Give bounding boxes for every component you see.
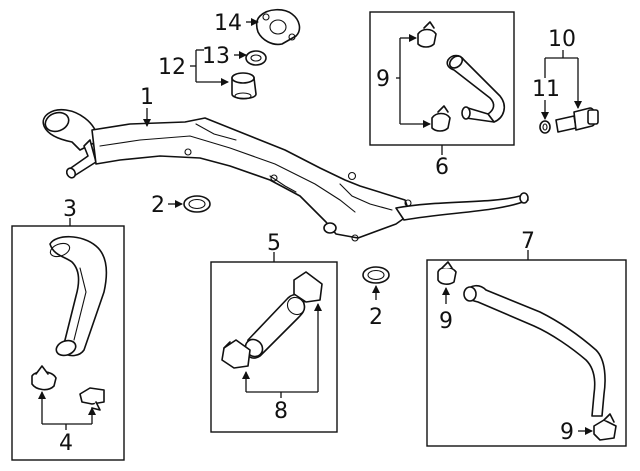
hose-part-3 (49, 235, 108, 357)
clamp-part-4-right (79, 387, 105, 411)
clamp-part-9-lower-box7 (593, 413, 617, 441)
clamp-part-9-upper-box6 (417, 21, 437, 48)
callout-9-box6: 9 (376, 67, 390, 92)
callout-2-upper: 2 (151, 193, 165, 218)
callout-9-box7-upper: 9 (439, 309, 453, 334)
callout-6: 6 (435, 155, 449, 180)
o-ring-part-13 (245, 50, 267, 66)
hose-part-5 (244, 293, 306, 359)
clamp-part-8-left (221, 339, 251, 369)
o-ring-part-11 (539, 120, 551, 134)
hose-part-7 (463, 284, 606, 417)
clamp-part-9-upper-box7 (437, 261, 457, 285)
callout-2-lower: 2 (369, 305, 383, 330)
sensor-part-10 (555, 107, 599, 133)
clamp-part-8-right (293, 271, 323, 303)
callout-3: 3 (63, 197, 77, 222)
callout-4: 4 (59, 431, 73, 456)
callout-11: 11 (532, 77, 560, 102)
callout-5: 5 (267, 231, 281, 256)
thermostat-housing-part-14 (255, 8, 301, 46)
gasket-part-2-lower (362, 266, 390, 284)
main-coolant-pipe (42, 108, 529, 242)
callout-12: 12 (158, 55, 186, 80)
hose-part-6 (446, 54, 506, 123)
callout-1: 1 (140, 85, 154, 110)
gasket-part-2-upper (183, 195, 211, 213)
callout-8: 8 (274, 399, 288, 424)
clamp-part-9-lower-box6 (431, 105, 451, 132)
callout-labels: 1 14 13 12 2 2 6 9 10 11 3 4 5 8 7 9 9 (59, 11, 576, 456)
leader-lines (38, 18, 593, 435)
callout-10: 10 (548, 27, 576, 52)
callout-13: 13 (202, 44, 230, 69)
box-part-3 (11, 225, 125, 461)
thermostat-part-12 (231, 72, 257, 100)
callout-14: 14 (214, 11, 242, 36)
callout-7: 7 (521, 229, 535, 254)
clamp-part-4-left (31, 365, 57, 391)
callout-9-box7-lower: 9 (560, 420, 574, 445)
box-part-7 (426, 259, 627, 447)
